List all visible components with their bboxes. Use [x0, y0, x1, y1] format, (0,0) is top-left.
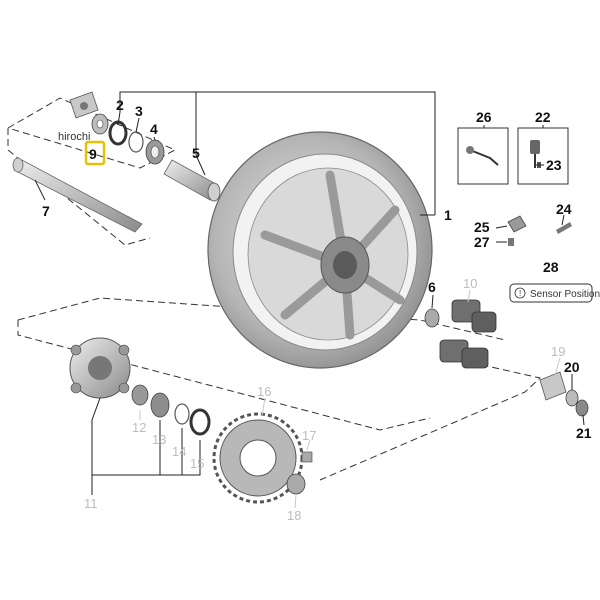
callout-24[interactable]: 24 — [556, 201, 572, 217]
callout-14[interactable]: 14 — [172, 444, 186, 459]
callout-23[interactable]: 23 — [546, 157, 562, 173]
chain-adjuster-part[interactable] — [69, 91, 99, 119]
callout-22[interactable]: 22 — [535, 109, 551, 125]
rear-wheel-rim-part-1[interactable] — [207, 131, 433, 369]
spacer-sleeve-part-5[interactable] — [163, 159, 221, 202]
callout-18[interactable]: 18 — [287, 508, 301, 523]
valve-box-22 — [517, 127, 569, 185]
callout-19[interactable]: 19 — [551, 344, 565, 359]
selected-part-highlight — [84, 140, 106, 166]
weight-part-24[interactable] — [556, 222, 572, 234]
washer-part-9[interactable] — [91, 113, 109, 135]
callout-16[interactable]: 16 — [257, 384, 271, 399]
screw-part-27[interactable] — [508, 238, 514, 246]
sensor-part-25[interactable] — [507, 215, 527, 233]
bearing-part-12[interactable] — [131, 384, 149, 406]
callout-7[interactable]: 7 — [42, 203, 50, 219]
callout-6[interactable]: 6 — [428, 279, 436, 295]
callout-25[interactable]: 25 — [474, 219, 490, 235]
valve-part-26[interactable] — [466, 146, 499, 166]
sensor-position-label: ! Sensor Position — [509, 283, 600, 303]
valve-box-26 — [457, 127, 509, 185]
svg-text:!: ! — [519, 289, 521, 298]
axle-part-7[interactable] — [12, 157, 143, 233]
callout-20[interactable]: 20 — [564, 359, 580, 375]
callout-28[interactable]: 28 — [543, 259, 559, 275]
nut-part-21[interactable] — [575, 399, 589, 417]
seal-part-6[interactable] — [424, 308, 440, 328]
leader-lines — [34, 91, 585, 509]
bearing-part-13[interactable] — [150, 392, 170, 418]
callout-13[interactable]: 13 — [152, 432, 166, 447]
callout-2[interactable]: 2 — [116, 97, 124, 113]
circlip-part-14[interactable] — [174, 403, 190, 425]
seal-part-15[interactable] — [189, 408, 211, 436]
sensor-position-text: Sensor Position — [530, 289, 600, 300]
callout-17[interactable]: 17 — [302, 428, 316, 443]
watermark-text: hirochi — [58, 131, 90, 143]
callout-4[interactable]: 4 — [150, 121, 158, 137]
circlip-part-3[interactable] — [128, 131, 144, 153]
nut-part-17[interactable] — [301, 451, 313, 463]
bearing-part-4[interactable] — [145, 139, 165, 165]
washer-part-20[interactable] — [565, 389, 579, 407]
sprocket-carrier-part-11[interactable] — [69, 337, 131, 399]
callout-11[interactable]: 11 — [84, 496, 98, 511]
callout-27[interactable]: 27 — [474, 234, 490, 250]
chain-adjuster-part-19[interactable] — [539, 371, 567, 401]
callout-21[interactable]: 21 — [576, 425, 592, 441]
callout-26[interactable]: 26 — [476, 109, 492, 125]
callout-9-highlighted[interactable]: 9 — [89, 146, 97, 162]
valve-part-22[interactable] — [530, 140, 540, 168]
callout-15[interactable]: 15 — [190, 456, 204, 471]
callout-12[interactable]: 12 — [132, 420, 146, 435]
callout-3[interactable]: 3 — [135, 103, 143, 119]
callout-10[interactable]: 10 — [463, 276, 477, 291]
callout-5[interactable]: 5 — [192, 145, 200, 161]
callout-1[interactable]: 1 — [444, 207, 452, 223]
seal-ring-part-2[interactable] — [108, 120, 128, 146]
bolt-part-18[interactable] — [286, 473, 306, 495]
callout-numbers: hirochi 1 2 3 4 5 6 7 9 10 11 12 13 14 1… — [42, 97, 592, 523]
cush-drive-rubbers-part-10[interactable] — [439, 299, 497, 369]
